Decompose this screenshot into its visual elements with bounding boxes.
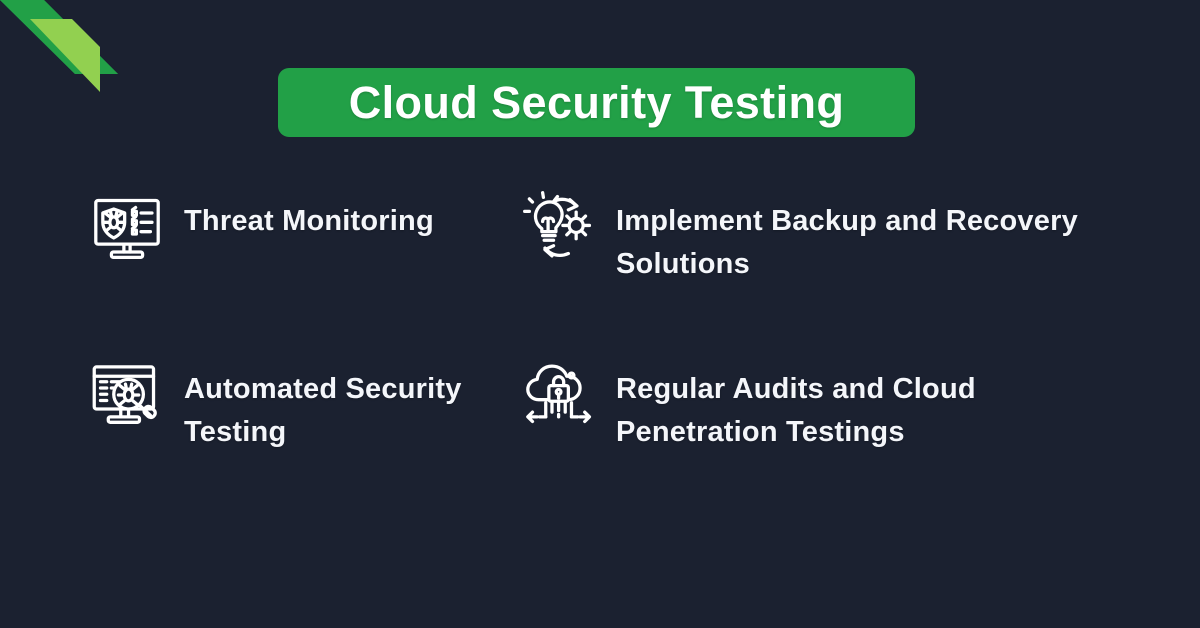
feature-row-2: Automated Security Testing bbox=[0, 354, 1200, 453]
feature-row-1: Threat Monitoring bbox=[0, 186, 1200, 354]
feature-item-automated-testing: Automated Security Testing bbox=[0, 354, 512, 453]
page-title: Cloud Security Testing bbox=[348, 77, 845, 128]
feature-label-automated-testing: Automated Security Testing bbox=[184, 373, 462, 448]
title-banner: Cloud Security Testing bbox=[278, 68, 915, 137]
feature-label-audits-pentest: Regular Audits and Cloud Penetration Tes… bbox=[616, 373, 976, 448]
feature-item-threat-monitoring: Threat Monitoring bbox=[0, 186, 512, 354]
ribbon-stripe-light bbox=[30, 19, 100, 92]
monitor-shield-bug-icon bbox=[88, 188, 166, 266]
cloud-lock-arrows-icon bbox=[520, 356, 598, 434]
feature-label-threat-monitoring: Threat Monitoring bbox=[184, 205, 434, 237]
monitor-magnifier-bug-icon bbox=[88, 356, 166, 434]
corner-ribbon-svg bbox=[0, 0, 118, 92]
feature-item-audits-pentest: Regular Audits and Cloud Penetration Tes… bbox=[512, 354, 1200, 453]
feature-label-backup-recovery: Implement Backup and Recovery Solutions bbox=[616, 205, 1078, 280]
feature-grid: Threat Monitoring bbox=[0, 186, 1200, 453]
lightbulb-gear-cycle-icon bbox=[520, 188, 598, 266]
corner-ribbon-decoration bbox=[0, 0, 150, 120]
feature-item-backup-recovery: Implement Backup and Recovery Solutions bbox=[512, 186, 1200, 354]
